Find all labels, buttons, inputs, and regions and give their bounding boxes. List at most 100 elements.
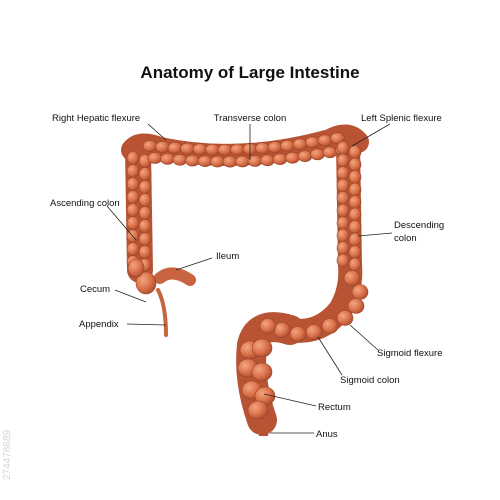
haustrum-descending	[348, 170, 362, 184]
leader-ileum	[175, 257, 213, 271]
haustrum-transverse	[142, 140, 158, 152]
haustrum-sigmoid	[321, 318, 339, 334]
haustrum-ascending	[138, 206, 152, 220]
haustrum-descending	[336, 241, 350, 255]
large-intestine-illustration	[121, 124, 369, 436]
haustrum-ascending	[126, 203, 140, 217]
haustrum-descending	[336, 203, 350, 218]
haustrum-transverse	[172, 154, 188, 166]
haustrum-ascending	[126, 177, 140, 191]
haustrum-descending	[348, 207, 362, 222]
leader-cecum	[114, 289, 147, 303]
label-descending-colon-line2: colon	[394, 233, 417, 244]
label-rectum: Rectum	[318, 402, 351, 413]
haustrum-transverse	[167, 142, 183, 154]
label-left-splenic-flexure: Left Splenic flexure	[361, 113, 442, 124]
haustrum-transverse	[147, 152, 163, 164]
haustrum-transverse	[155, 141, 170, 153]
haustrum-sigmoid	[289, 326, 307, 342]
leader-right-hepatic-flexure	[147, 123, 167, 141]
diagram-title: Anatomy of Large Intestine	[140, 63, 359, 82]
haustrum-descending	[336, 153, 350, 168]
haustrum-transverse	[317, 134, 333, 147]
haustrum-sigmoid	[347, 298, 365, 314]
haustrum-sigmoid	[305, 324, 323, 340]
haustrum-descending	[348, 257, 362, 272]
haustrum-transverse	[297, 150, 313, 162]
haustrum-descending	[348, 195, 362, 209]
haustrum-descending	[348, 145, 362, 159]
haustrum-transverse	[185, 154, 200, 167]
haustrum-transverse	[310, 148, 325, 161]
label-cecum: Cecum	[80, 284, 110, 295]
haustrum-transverse	[280, 139, 295, 152]
haustrum-sigmoid	[351, 284, 369, 300]
leader-rectum	[263, 393, 317, 407]
haustrum-rectum	[247, 400, 269, 420]
leader-appendix	[126, 323, 167, 326]
label-appendix: Appendix	[79, 319, 119, 330]
haustrum-ascending	[138, 180, 152, 194]
stock-id-watermark: 274478689	[2, 430, 13, 480]
label-ileum: Ileum	[216, 251, 239, 262]
haustrum-ascending	[138, 167, 152, 181]
haustrum-ascending	[138, 232, 152, 246]
label-transverse-colon: Transverse colon	[214, 113, 287, 124]
haustrum-descending	[336, 141, 350, 155]
haustrum-descending	[336, 253, 350, 268]
haustrum-transverse	[205, 143, 220, 156]
haustrum-descending	[336, 216, 350, 230]
haustrum-transverse	[180, 142, 195, 155]
haustrum-transverse	[197, 155, 213, 167]
haustrum-descending	[348, 232, 362, 247]
label-ascending-colon: Ascending colon	[50, 198, 120, 209]
haustrum-ascending	[138, 193, 152, 207]
haustrum-sigmoid	[273, 322, 291, 338]
haustrum-ascending	[126, 216, 140, 230]
haustrum-transverse	[305, 136, 320, 149]
haustrum-transverse	[160, 153, 175, 165]
haustrum-sigmoid	[259, 318, 277, 334]
leader-left-splenic-flexure	[351, 123, 391, 147]
haustrum-descending	[336, 191, 350, 205]
cecum-pouch	[127, 258, 145, 278]
label-sigmoid-colon: Sigmoid colon	[340, 375, 400, 386]
haustrum-descending	[348, 245, 362, 259]
haustrum-rectum	[251, 362, 273, 382]
leader-ascending-colon	[106, 205, 137, 241]
haustrum-ascending	[126, 190, 140, 204]
haustrum-descending	[348, 157, 362, 172]
haustrum-sigmoid	[336, 310, 354, 326]
haustrum-ascending	[138, 245, 152, 259]
haustrum-transverse	[330, 132, 345, 144]
haustrum-transverse	[210, 155, 225, 168]
leader-sigmoid-flexure	[349, 324, 379, 351]
cecum-pouch	[135, 271, 157, 295]
haustra-group	[126, 132, 369, 420]
haustrum-descending	[336, 228, 350, 243]
haustrum-transverse	[292, 138, 308, 150]
anus-shape	[257, 420, 270, 436]
haustrum-descending	[336, 166, 350, 180]
leader-sigmoid-colon	[317, 336, 343, 376]
haustrum-ascending	[126, 164, 140, 178]
haustrum-transverse	[322, 146, 338, 159]
haustrum-transverse	[217, 143, 233, 156]
label-anus: Anus	[316, 429, 338, 440]
ileum-shape	[154, 267, 196, 286]
haustrum-transverse	[267, 141, 283, 153]
haustrum-transverse	[272, 153, 288, 165]
haustrum-descending	[348, 182, 362, 197]
label-sigmoid-flexure: Sigmoid flexure	[377, 348, 442, 359]
haustrum-transverse	[222, 155, 238, 168]
haustrum-ascending	[126, 242, 140, 256]
anatomy-labels: Right Hepatic flexure Transverse colon L…	[50, 113, 444, 440]
label-descending-colon-line1: Descending	[394, 220, 444, 231]
haustrum-transverse	[235, 155, 250, 168]
haustrum-ascending	[138, 219, 152, 233]
haustrum-transverse	[230, 143, 245, 156]
leader-descending-colon	[357, 232, 393, 237]
label-right-hepatic-flexure: Right Hepatic flexure	[52, 113, 140, 124]
